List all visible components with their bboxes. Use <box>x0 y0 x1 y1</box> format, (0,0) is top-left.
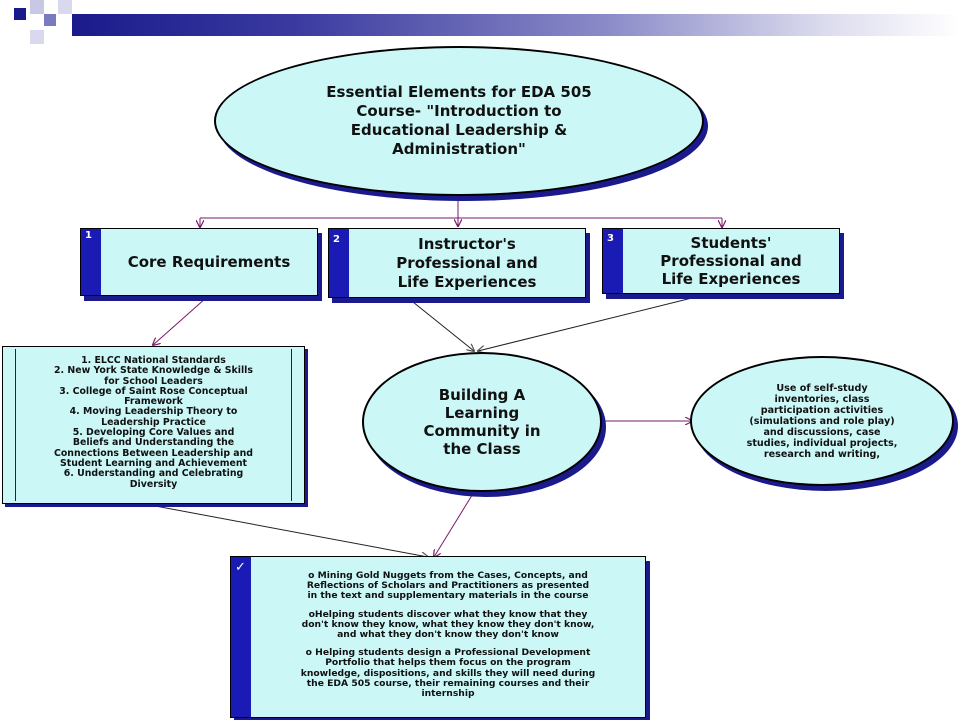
outcome-line: Portfolio that helps them focus on the p… <box>325 657 571 669</box>
decorative-square-mid <box>44 14 56 26</box>
box-number: 3 <box>607 233 614 244</box>
box-stripe <box>603 229 623 293</box>
activities-line: studies, individual projects, <box>746 437 898 449</box>
center-line: Learning <box>444 404 520 422</box>
activities-line: participation activities <box>760 404 884 416</box>
learning-community-ellipse: Building A Learning Community in the Cla… <box>362 352 602 492</box>
activities-line: (simulations and role play) <box>749 415 895 427</box>
box-stripe <box>329 229 349 297</box>
core-requirements-box: 1 Core Requirements <box>80 228 318 296</box>
checkmark-icon: ✓ <box>235 560 246 575</box>
center-line: Building A <box>438 386 526 404</box>
title-line: Educational Leadership & <box>350 121 568 139</box>
box-rule <box>291 349 292 501</box>
list-item: 2. New York State Knowledge & Skills <box>54 365 253 377</box>
activities-ellipse: Use of self-study inventories, class par… <box>690 356 954 486</box>
list-item: Connections Between Leadership and <box>53 447 254 459</box>
title-line: Administration" <box>392 140 526 158</box>
outcome-line: internship <box>421 688 475 700</box>
center-line: Community in <box>423 422 541 440</box>
box-label: Life Experiences <box>397 272 537 291</box>
outcome-line: Reflections of Scholars and Practitioner… <box>306 580 590 592</box>
arrow-list-to-bottom <box>149 504 428 557</box>
requirements-list-box: 1. ELCC National Standards 2. New York S… <box>2 346 305 504</box>
activities-line: inventories, class <box>774 393 870 405</box>
outcome-line: the EDA 505 course, their remaining cour… <box>306 677 590 689</box>
box-label: Students' <box>690 234 772 252</box>
title-line: Course- "Introduction to <box>356 102 562 120</box>
box-label: Professional and <box>660 252 802 270</box>
outcome-line: o Mining Gold Nuggets from the Cases, Co… <box>308 570 588 581</box>
outcome-line: oHelping students discover what they kno… <box>308 608 588 620</box>
box-label: Instructor's <box>418 234 516 253</box>
activities-line: Use of self-study <box>776 382 868 394</box>
students-experiences-box: 3 Students' Professional and Life Experi… <box>602 228 840 294</box>
list-item: 1. ELCC National Standards <box>81 355 226 366</box>
arrow-center-to-bottom <box>434 491 475 557</box>
title-ellipse: Essential Elements for EDA 505 Course- "… <box>214 46 704 196</box>
outcomes-box: ✓ o Mining Gold Nuggets from the Cases, … <box>230 556 646 718</box>
list-item: Student Learning and Achievement <box>59 457 247 469</box>
activities-line: and discussions, case <box>763 426 881 438</box>
box-number: 1 <box>85 230 92 241</box>
box-stripe <box>231 557 251 717</box>
arrow-box3-to-center <box>478 295 701 351</box>
list-item: 5. Developing Core Values and <box>72 427 235 439</box>
activities-line: research and writing, <box>763 448 881 460</box>
list-item: Diversity <box>129 478 178 490</box>
box-label: Core Requirements <box>127 253 291 271</box>
list-item: for School Leaders <box>104 375 203 387</box>
title-line: Essential Elements for EDA 505 <box>326 83 592 101</box>
list-item: Framework <box>124 396 183 408</box>
list-item: Beliefs and Understanding the <box>72 437 235 449</box>
outcome-line: and what they don't know they don't know <box>337 629 559 641</box>
box-number: 2 <box>333 234 340 245</box>
instructor-experiences-box: 2 Instructor's Professional and Life Exp… <box>328 228 586 298</box>
decorative-square-light <box>30 0 44 14</box>
box-label: Professional and <box>396 253 538 272</box>
decorative-square-pale-2 <box>30 30 44 44</box>
outcome-line: don't know they know, what they know the… <box>301 618 595 630</box>
outcome-line: in the text and supplementary materials … <box>307 590 589 602</box>
list-item: 3. College of Saint Rose Conceptual <box>59 385 248 397</box>
arrow-box2-to-center <box>407 297 474 351</box>
box-rule <box>15 349 16 501</box>
outcome-line: o Helping students design a Professional… <box>305 647 591 659</box>
list-item: 4. Moving Leadership Theory to <box>69 406 238 418</box>
box-stripe <box>81 229 101 295</box>
header-gradient-bar <box>72 14 960 36</box>
list-item: Leadership Practice <box>101 416 206 428</box>
box-label: Life Experiences <box>661 270 801 288</box>
outcome-line: knowledge, dispositions, and skills they… <box>300 667 596 679</box>
decorative-square-pale <box>58 0 72 14</box>
center-line: the Class <box>443 440 521 458</box>
decorative-square-dark <box>14 8 26 20</box>
list-item: 6. Understanding and Celebrating <box>63 468 244 480</box>
arrow-box1-to-list <box>153 297 207 345</box>
